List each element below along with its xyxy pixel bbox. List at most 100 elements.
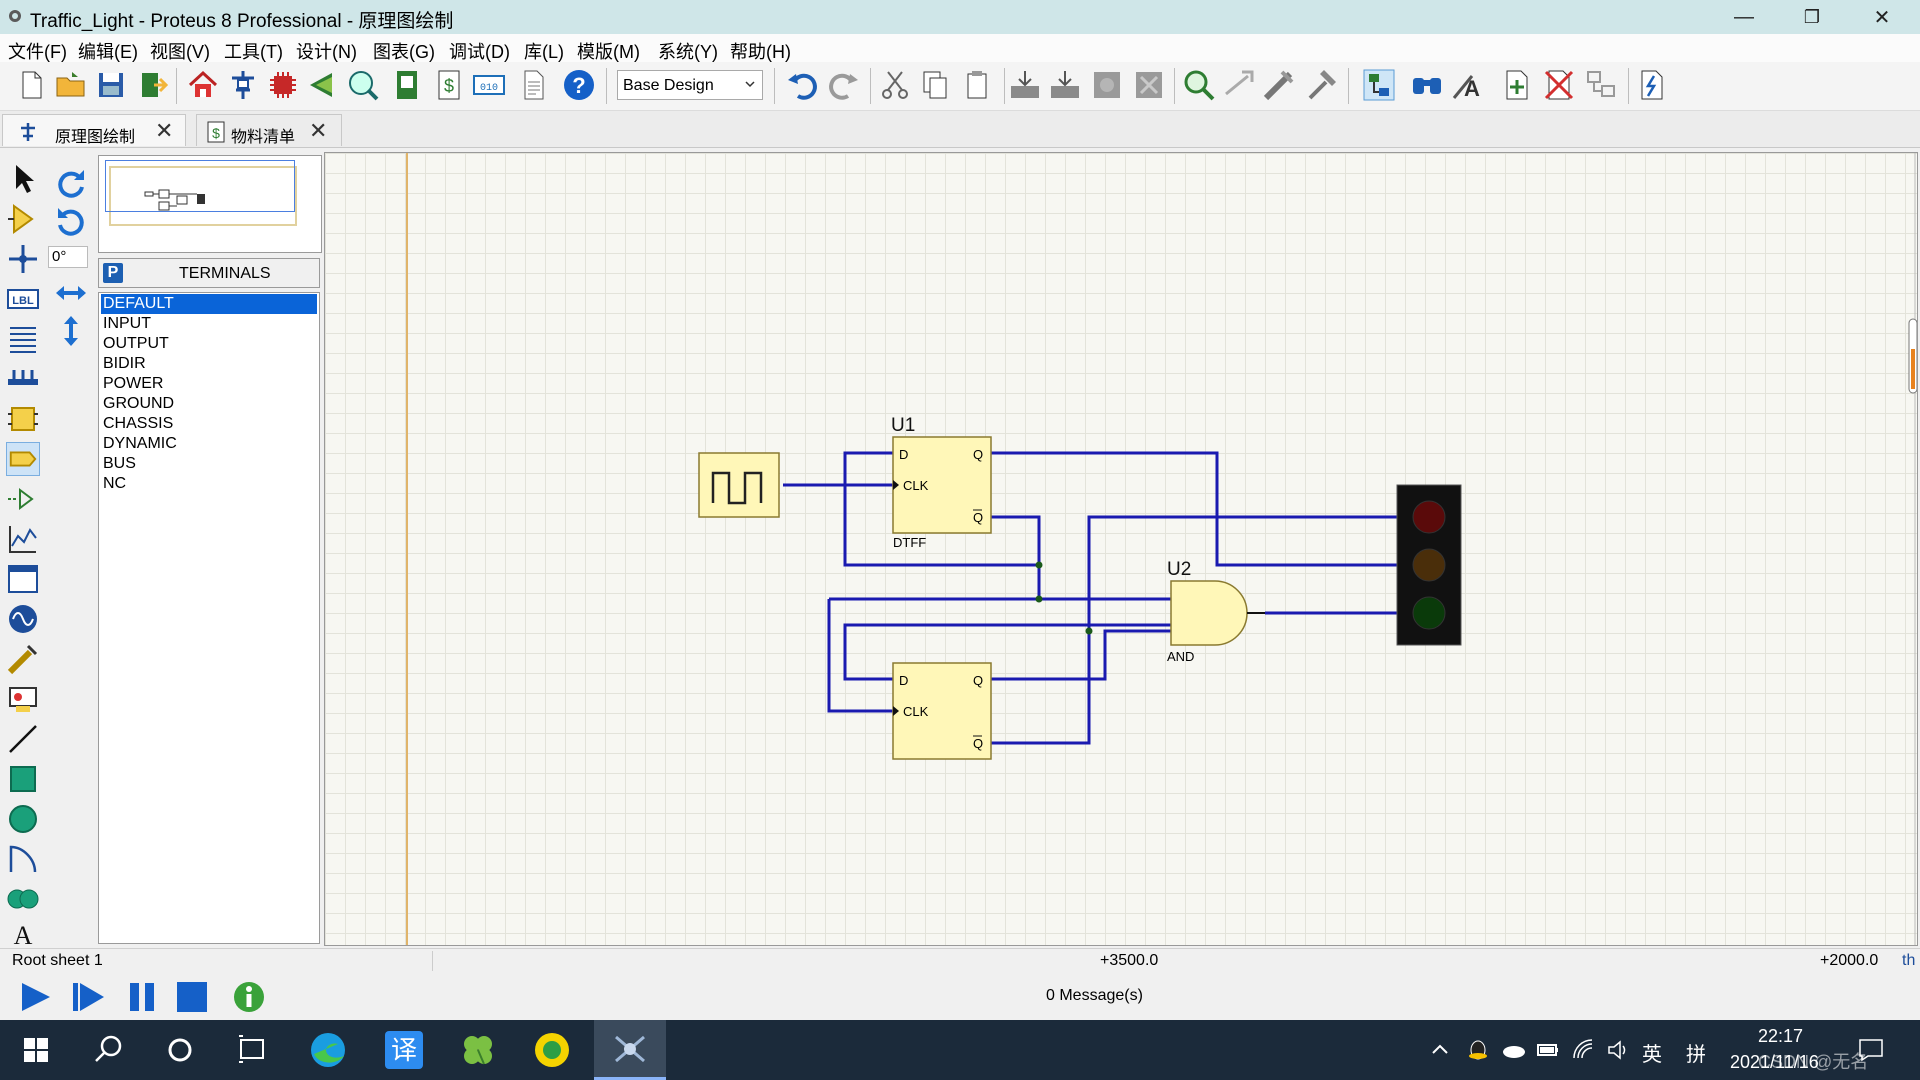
list-item[interactable]: GROUND bbox=[103, 395, 175, 412]
report-icon[interactable] bbox=[516, 68, 550, 102]
windows-start-icon[interactable] bbox=[6, 1020, 66, 1080]
menu-edit[interactable]: 编辑(E) bbox=[78, 42, 138, 62]
home-icon[interactable] bbox=[186, 68, 220, 102]
ime-mode[interactable]: 拼 bbox=[1686, 1044, 1706, 1066]
pcb-icon[interactable] bbox=[266, 68, 300, 102]
block-move-icon[interactable] bbox=[1048, 68, 1082, 102]
clover-app-icon[interactable] bbox=[448, 1020, 508, 1080]
tray-chevron-up-icon[interactable] bbox=[1430, 1040, 1450, 1060]
tab-schematic[interactable]: 原理图绘制 ✕ bbox=[2, 114, 186, 146]
battery-icon[interactable] bbox=[1536, 1040, 1560, 1060]
rotation-angle-field[interactable]: 0° bbox=[48, 246, 88, 268]
new-file-icon[interactable] bbox=[14, 68, 48, 102]
path-tool-icon[interactable] bbox=[6, 882, 40, 916]
menu-design[interactable]: 设计(N) bbox=[296, 42, 357, 62]
line-tool-icon[interactable] bbox=[6, 722, 40, 756]
label-mode-icon[interactable]: LBL bbox=[6, 282, 40, 316]
subcircuit-mode-icon[interactable] bbox=[6, 402, 40, 436]
u3-flip-flop[interactable] bbox=[892, 662, 992, 760]
undo-icon[interactable] bbox=[786, 68, 820, 102]
proteus-taskbar-button[interactable] bbox=[594, 1020, 666, 1080]
menu-help[interactable]: 帮助(H) bbox=[730, 42, 791, 62]
zoom-pick-icon[interactable] bbox=[1182, 68, 1216, 102]
box-tool-icon[interactable] bbox=[6, 762, 40, 796]
delete-sheet-icon[interactable] bbox=[1542, 68, 1576, 102]
component-mode-icon[interactable] bbox=[6, 202, 40, 236]
close-icon[interactable]: ✕ bbox=[309, 118, 328, 143]
menu-system[interactable]: 系统(Y) bbox=[658, 42, 718, 62]
step-icon[interactable] bbox=[70, 980, 106, 1014]
volume-icon[interactable] bbox=[1606, 1038, 1630, 1062]
maximize-button[interactable]: ❐ bbox=[1803, 6, 1821, 27]
paste-icon[interactable] bbox=[960, 68, 994, 102]
menu-template[interactable]: 模版(M) bbox=[577, 42, 640, 62]
close-button[interactable]: ✕ bbox=[1873, 6, 1891, 29]
menu-file[interactable]: 文件(F) bbox=[8, 42, 67, 62]
list-item[interactable]: BIDIR bbox=[103, 355, 146, 372]
notification-icon[interactable] bbox=[1858, 1038, 1884, 1062]
search-icon[interactable] bbox=[1410, 68, 1444, 102]
list-item[interactable]: OUTPUT bbox=[103, 335, 169, 352]
cortana-icon[interactable] bbox=[150, 1020, 210, 1080]
block-delete-icon[interactable] bbox=[1132, 68, 1166, 102]
selection-mode-icon[interactable] bbox=[6, 162, 40, 196]
stop-icon[interactable] bbox=[174, 980, 210, 1014]
u1-flip-flop[interactable] bbox=[892, 436, 992, 534]
3d-icon[interactable] bbox=[306, 68, 340, 102]
tape-recorder-mode-icon[interactable] bbox=[6, 562, 40, 596]
device-pins-mode-icon[interactable] bbox=[6, 482, 40, 516]
qq-tray-icon[interactable] bbox=[1466, 1038, 1490, 1062]
menu-graph[interactable]: 图表(G) bbox=[373, 42, 435, 62]
clock-time[interactable]: 22:17 bbox=[1758, 1026, 1804, 1046]
clock-date[interactable]: 2021/11/16 bbox=[1730, 1052, 1819, 1072]
import-icon[interactable] bbox=[134, 68, 168, 102]
input-language[interactable]: 英 bbox=[1642, 1044, 1662, 1066]
open-folder-icon[interactable] bbox=[54, 68, 88, 102]
list-item[interactable]: POWER bbox=[103, 375, 164, 392]
copy-icon[interactable] bbox=[918, 68, 952, 102]
schematic-icon[interactable] bbox=[226, 68, 260, 102]
music-app-icon[interactable] bbox=[522, 1020, 582, 1080]
bus-mode-icon[interactable] bbox=[6, 362, 40, 396]
search-icon[interactable] bbox=[78, 1020, 138, 1080]
text-script-mode-icon[interactable] bbox=[6, 322, 40, 356]
translator-app-icon[interactable]: 译 bbox=[374, 1020, 434, 1080]
pick-devices-button[interactable]: P bbox=[103, 263, 123, 283]
overview-window[interactable] bbox=[98, 155, 322, 253]
block-copy-icon[interactable] bbox=[1008, 68, 1042, 102]
menu-debug[interactable]: 调试(D) bbox=[449, 42, 510, 62]
redo-icon[interactable] bbox=[826, 68, 860, 102]
arc-tool-icon[interactable] bbox=[6, 842, 40, 876]
edge-browser-icon[interactable] bbox=[298, 1020, 358, 1080]
source-icon[interactable]: $ bbox=[432, 68, 466, 102]
rotate-clockwise-icon[interactable] bbox=[54, 166, 88, 200]
hammer-icon[interactable] bbox=[1304, 68, 1338, 102]
save-icon[interactable] bbox=[94, 68, 128, 102]
virtual-instrument-mode-icon[interactable] bbox=[6, 682, 40, 716]
menu-view[interactable]: 视图(V) bbox=[150, 42, 210, 62]
list-item[interactable]: BUS bbox=[103, 455, 136, 472]
junction-mode-icon[interactable] bbox=[6, 242, 40, 276]
bom-icon[interactable] bbox=[390, 68, 424, 102]
cut-icon[interactable] bbox=[878, 68, 912, 102]
generator-mode-icon[interactable] bbox=[6, 602, 40, 636]
wifi-icon[interactable] bbox=[1572, 1038, 1596, 1062]
message-count[interactable]: 0 Message(s) bbox=[1046, 987, 1143, 1004]
close-icon[interactable]: ✕ bbox=[155, 118, 174, 143]
property-assign-icon[interactable]: A bbox=[1452, 68, 1486, 102]
rotate-anticlockwise-icon[interactable] bbox=[54, 204, 88, 238]
view-rectangle[interactable] bbox=[105, 160, 295, 212]
u2-and-gate[interactable] bbox=[1170, 580, 1248, 646]
wire-autoroute-icon[interactable] bbox=[1222, 68, 1256, 102]
netlist-icon[interactable] bbox=[1362, 68, 1396, 102]
list-item[interactable]: INPUT bbox=[103, 315, 151, 332]
list-item[interactable]: DYNAMIC bbox=[103, 435, 177, 452]
text-tool-icon[interactable]: A bbox=[6, 922, 40, 946]
list-item[interactable]: CHASSIS bbox=[103, 415, 174, 432]
list-item[interactable]: NC bbox=[103, 475, 127, 492]
tab-bom[interactable]: $ 物料清单 ✕ bbox=[196, 114, 342, 146]
menu-library[interactable]: 库(L) bbox=[524, 42, 564, 62]
property-tool-icon[interactable] bbox=[1262, 68, 1296, 102]
gerber-icon[interactable] bbox=[346, 68, 380, 102]
block-rotate-icon[interactable] bbox=[1090, 68, 1124, 102]
